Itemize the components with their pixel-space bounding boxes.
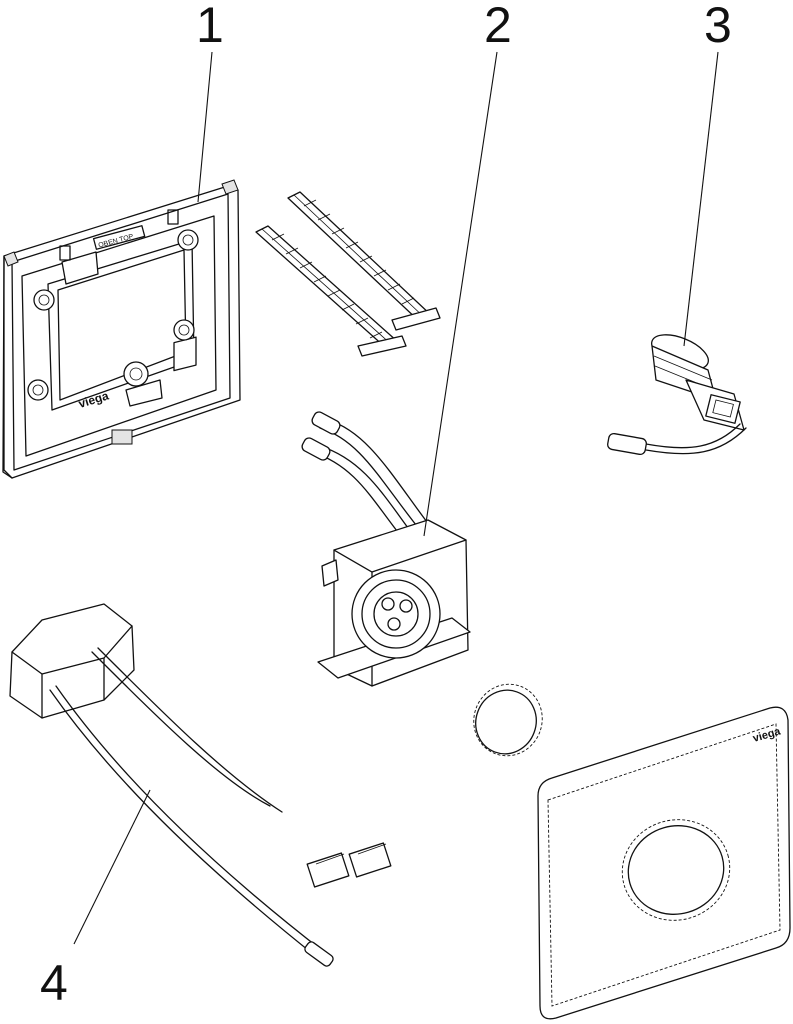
sensor-unit [301,411,471,687]
callout-3: 3 [704,0,732,53]
callout-1: 1 [196,0,224,53]
cover-plate: viega [537,706,791,1020]
mounting-frame: OBEN TOP viega [2,179,241,479]
solenoid-valve [607,334,747,456]
callout-2: 2 [484,0,512,53]
leader-lines [73,51,719,945]
lens-disc [473,683,543,757]
callout-4: 4 [40,955,68,1011]
fixing-screws [255,191,441,357]
power-supply [9,603,392,967]
